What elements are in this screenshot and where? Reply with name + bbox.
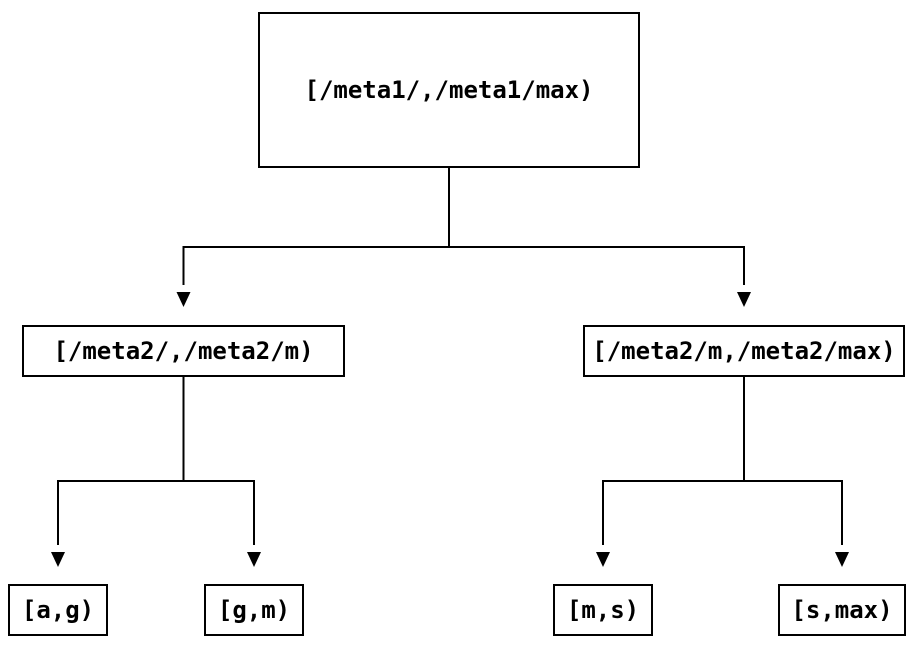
node-leaf-smax: [s,max) — [778, 584, 906, 636]
arrowhead-leaf-smax — [835, 552, 849, 567]
arrowhead-right-branch — [737, 292, 751, 307]
node-meta2-lower-label: [/meta2/,/meta2/m) — [53, 337, 314, 365]
node-leaf-gm: [g,m) — [204, 584, 304, 636]
node-leaf-ms-label: [m,s) — [566, 596, 640, 624]
arrowhead-left-branch — [176, 292, 191, 307]
edge-right-children — [596, 377, 849, 567]
arrowhead-leaf-ms — [596, 552, 610, 567]
node-meta2-upper: [/meta2/m,/meta2/max) — [583, 325, 905, 377]
node-leaf-gm-label: [g,m) — [217, 596, 291, 624]
node-leaf-smax-label: [s,max) — [791, 596, 893, 624]
edge-root-children — [176, 168, 751, 307]
node-leaf-ag: [a,g) — [8, 584, 108, 636]
node-meta2-lower: [/meta2/,/meta2/m) — [22, 325, 345, 377]
node-root: [/meta1/,/meta1/max) — [258, 12, 640, 168]
arrowhead-leaf-ag — [51, 552, 65, 567]
node-meta2-upper-label: [/meta2/m,/meta2/max) — [592, 337, 896, 365]
node-leaf-ag-label: [a,g) — [21, 596, 95, 624]
arrowhead-leaf-gm — [247, 552, 261, 567]
edge-left-children — [51, 377, 261, 567]
node-root-label: [/meta1/,/meta1/max) — [304, 76, 594, 104]
node-leaf-ms: [m,s) — [553, 584, 653, 636]
